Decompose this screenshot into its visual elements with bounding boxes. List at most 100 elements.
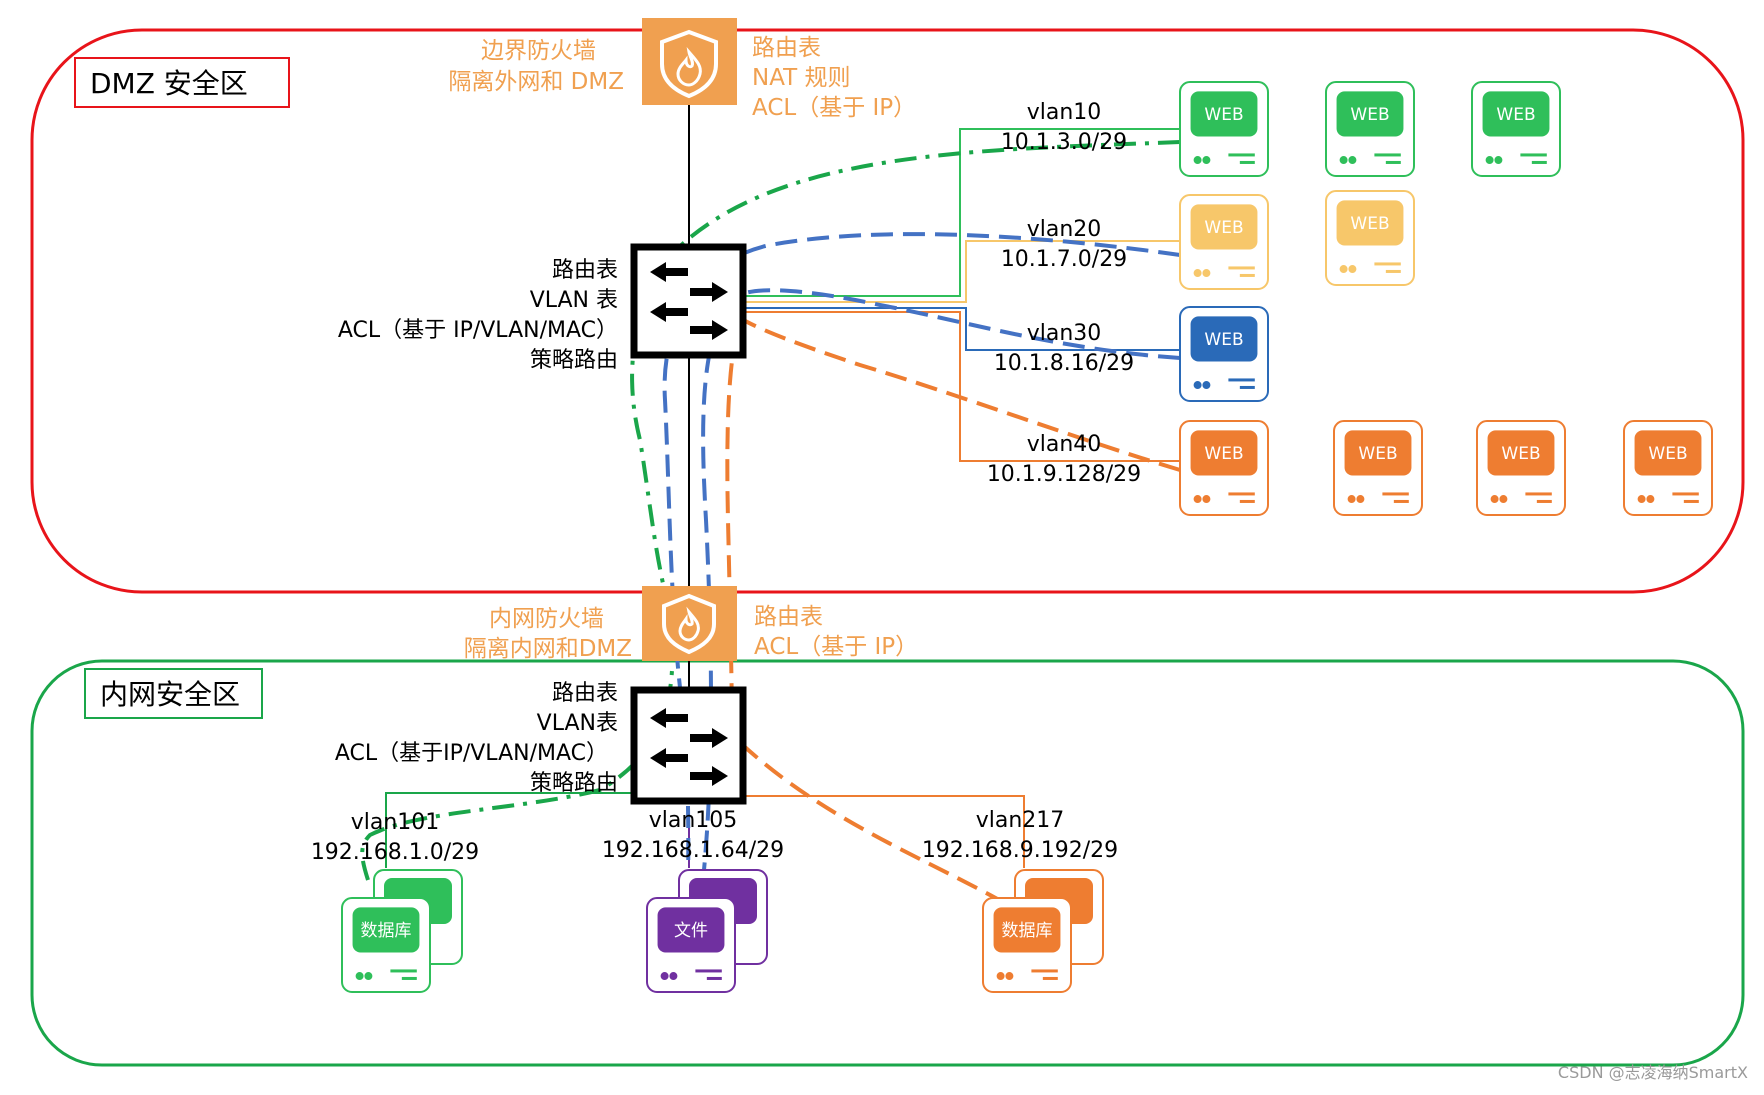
vlan105-name: vlan105 [649, 808, 738, 833]
watermark: CSDN @志凌海纳SmartX [1558, 1063, 1748, 1082]
status-dot-icon [1193, 156, 1202, 165]
internal-zone-label: 内网安全区 [84, 668, 263, 719]
web-server-vlan40-1[interactable]: WEB [1179, 420, 1269, 516]
flow-path-green-dmz [630, 140, 1181, 621]
internal-firewall-feature-line2: ACL（基于 IP） [754, 634, 918, 660]
internal-firewall-name-line1: 内网防火墙 [489, 606, 604, 632]
web-server-vlan20-2-label: WEB [1350, 214, 1389, 234]
border-firewall-feature-line1: 路由表 [752, 35, 821, 61]
internal-switch-feature-line2: VLAN表 [537, 711, 618, 736]
server-vlan101[interactable]: 数据库 [341, 897, 431, 993]
vlan30-subnet: 10.1.8.16/29 [994, 351, 1134, 376]
internal-firewall[interactable] [642, 586, 737, 661]
web-server-vlan30-1-label: WEB [1204, 330, 1243, 350]
status-dot-icon [355, 972, 364, 981]
vlan10-link [744, 128, 1180, 297]
vlan217-link [744, 795, 1025, 868]
vlan10-name: vlan10 [1027, 100, 1102, 125]
border-firewall-name-line2: 隔离外网和 DMZ [448, 69, 624, 95]
internal-zone-title: 内网安全区 [100, 678, 240, 711]
web-server-vlan40-4-label: WEB [1648, 444, 1687, 464]
flow-path-blue-2 [701, 288, 1181, 871]
firewall-shield-icon [660, 29, 718, 99]
flow-path-orange [725, 314, 1181, 907]
status-dot-icon [660, 972, 669, 981]
status-dot-icon [1348, 156, 1357, 165]
vlan10-subnet: 10.1.3.0/29 [1001, 130, 1127, 155]
web-server-vlan40-1-label: WEB [1204, 444, 1243, 464]
internal-zone-border [30, 659, 1745, 1067]
vlan217-name: vlan217 [976, 808, 1065, 833]
vlan217-subnet: 192.168.9.192/29 [922, 838, 1118, 863]
dmz-switch-feature-line2: VLAN 表 [530, 288, 618, 313]
internal-firewall-name-line2: 隔离内网和DMZ [464, 636, 632, 662]
server-vlan217-label: 数据库 [1002, 921, 1053, 941]
firewall-shield-icon [662, 593, 716, 655]
dmz-switch-feature-line3: ACL（基于 IP/VLAN/MAC） [338, 318, 618, 343]
border-firewall-feature-line3: ACL（基于 IP） [752, 95, 916, 121]
dmz-zone-border [30, 28, 1745, 594]
web-server-vlan40-4[interactable]: WEB [1623, 420, 1713, 516]
web-server-vlan10-1-label: WEB [1204, 105, 1243, 125]
web-server-vlan20-1[interactable]: WEB [1179, 194, 1269, 290]
status-dot-icon [1356, 495, 1365, 504]
web-server-vlan10-2-label: WEB [1350, 105, 1389, 125]
status-dot-icon [1202, 156, 1211, 165]
vlan20-name: vlan20 [1027, 217, 1102, 242]
server-vlan105[interactable]: 文件 [646, 897, 736, 993]
internal-switch-feature-line4: 策略路由 [530, 771, 618, 796]
status-dot-icon [1339, 156, 1348, 165]
status-dot-icon [1193, 495, 1202, 504]
vlan30-link [744, 307, 1180, 351]
status-dot-icon [1485, 156, 1494, 165]
status-dot-icon [1193, 269, 1202, 278]
web-server-vlan10-1[interactable]: WEB [1179, 81, 1269, 177]
vlan40-link [744, 311, 1180, 462]
dmz-switch-feature-line1: 路由表 [552, 258, 618, 283]
vlan40-subnet: 10.1.9.128/29 [987, 462, 1141, 487]
vlan40-name: vlan40 [1027, 432, 1102, 457]
status-dot-icon [364, 972, 373, 981]
switch-arrows-icon [650, 262, 728, 340]
status-dot-icon [1339, 265, 1348, 274]
vlan30-name: vlan30 [1027, 321, 1102, 346]
status-dot-icon [669, 972, 678, 981]
server-vlan101-label: 数据库 [361, 921, 412, 941]
web-server-vlan40-2[interactable]: WEB [1333, 420, 1423, 516]
status-dot-icon [1637, 495, 1646, 504]
dmz-switch[interactable] [630, 243, 747, 359]
status-dot-icon [1348, 265, 1357, 274]
status-dot-icon [996, 972, 1005, 981]
web-server-vlan10-3[interactable]: WEB [1471, 81, 1561, 177]
status-dot-icon [1499, 495, 1508, 504]
dmz-web-servers: WEB WEB WEB WEB WEB WEB WEB WEB WEB WEB [1179, 81, 1713, 516]
web-server-vlan20-2[interactable]: WEB [1325, 190, 1415, 286]
status-dot-icon [1202, 269, 1211, 278]
web-server-vlan40-2-label: WEB [1358, 444, 1397, 464]
dmz-zone-title: DMZ 安全区 [90, 67, 248, 100]
vlan105-subnet: 192.168.1.64/29 [602, 838, 784, 863]
web-server-vlan20-1-label: WEB [1204, 218, 1243, 238]
web-server-vlan10-2[interactable]: WEB [1325, 81, 1415, 177]
web-server-vlan40-3[interactable]: WEB [1476, 420, 1566, 516]
vlan101-subnet: 192.168.1.0/29 [311, 840, 479, 865]
status-dot-icon [1347, 495, 1356, 504]
status-dot-icon [1646, 495, 1655, 504]
vlan101-name: vlan101 [351, 810, 440, 835]
status-dot-icon [1202, 381, 1211, 390]
status-dot-icon [1193, 381, 1202, 390]
internal-firewall-feature-line1: 路由表 [754, 604, 823, 630]
web-server-vlan30-1[interactable]: WEB [1179, 306, 1269, 402]
border-firewall-feature-line2: NAT 规则 [752, 65, 851, 91]
web-server-vlan10-3-label: WEB [1496, 105, 1535, 125]
dmz-switch-feature-line4: 策略路由 [530, 348, 618, 373]
status-dot-icon [1202, 495, 1211, 504]
web-server-vlan40-3-label: WEB [1501, 444, 1540, 464]
server-vlan217[interactable]: 数据库 [982, 897, 1072, 993]
border-firewall[interactable] [642, 18, 737, 105]
status-dot-icon [1490, 495, 1499, 504]
internal-switch[interactable] [630, 686, 747, 805]
status-dot-icon [1005, 972, 1014, 981]
